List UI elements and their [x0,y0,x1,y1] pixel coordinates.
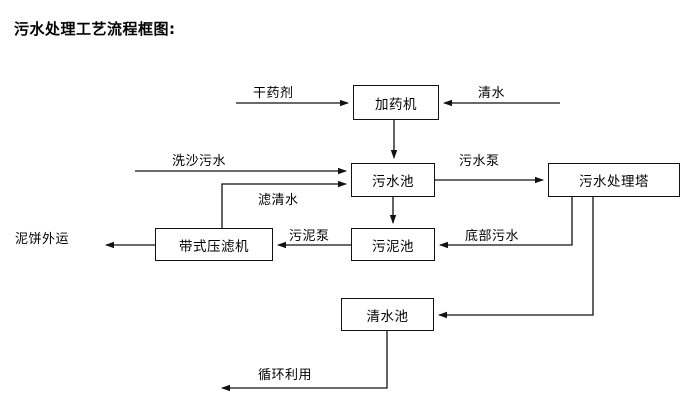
label-recycle-reuse: 循环利用 [258,368,313,383]
arrow-bottom-sewage-to-sludge-pool [439,197,573,249]
label-mud-cake-out: 泥饼外运 [15,232,70,247]
arrow-tower-to-clear-water-pool [438,197,594,319]
node-belt-filter-press[interactable]: 带式压滤机 [155,228,273,261]
node-label: 污泥池 [372,238,414,255]
node-dosing-machine[interactable]: 加药机 [353,85,439,120]
page-title: 污水处理工艺流程框图: [14,20,176,38]
label-bottom-sewage: 底部污水 [465,229,520,244]
node-treatment-tower[interactable]: 污水处理塔 [548,163,680,197]
node-label: 带式压滤机 [179,238,249,255]
node-wastewater-pool[interactable]: 污水池 [351,163,435,197]
label-sludge-pump: 污泥泵 [289,229,330,244]
node-label: 加药机 [375,96,417,113]
arrow-clear-water-pool-to-recycle [221,331,388,392]
node-label: 污水处理塔 [579,174,649,190]
label-filtered-clear-water: 滤清水 [258,193,299,208]
arrow-filtered-water-to-wastewater-pool [221,180,347,228]
label-clean-water-input: 清水 [478,86,506,101]
node-sludge-pool[interactable]: 污泥池 [351,228,435,261]
label-sewage-pump: 污水泵 [459,154,500,169]
label-sand-wash-sewage: 洗沙污水 [172,154,227,169]
label-dry-chemical: 干药剂 [253,86,294,101]
node-label: 清水池 [366,308,409,325]
node-label: 污水池 [372,174,414,190]
node-clear-water-pool[interactable]: 清水池 [341,298,434,331]
